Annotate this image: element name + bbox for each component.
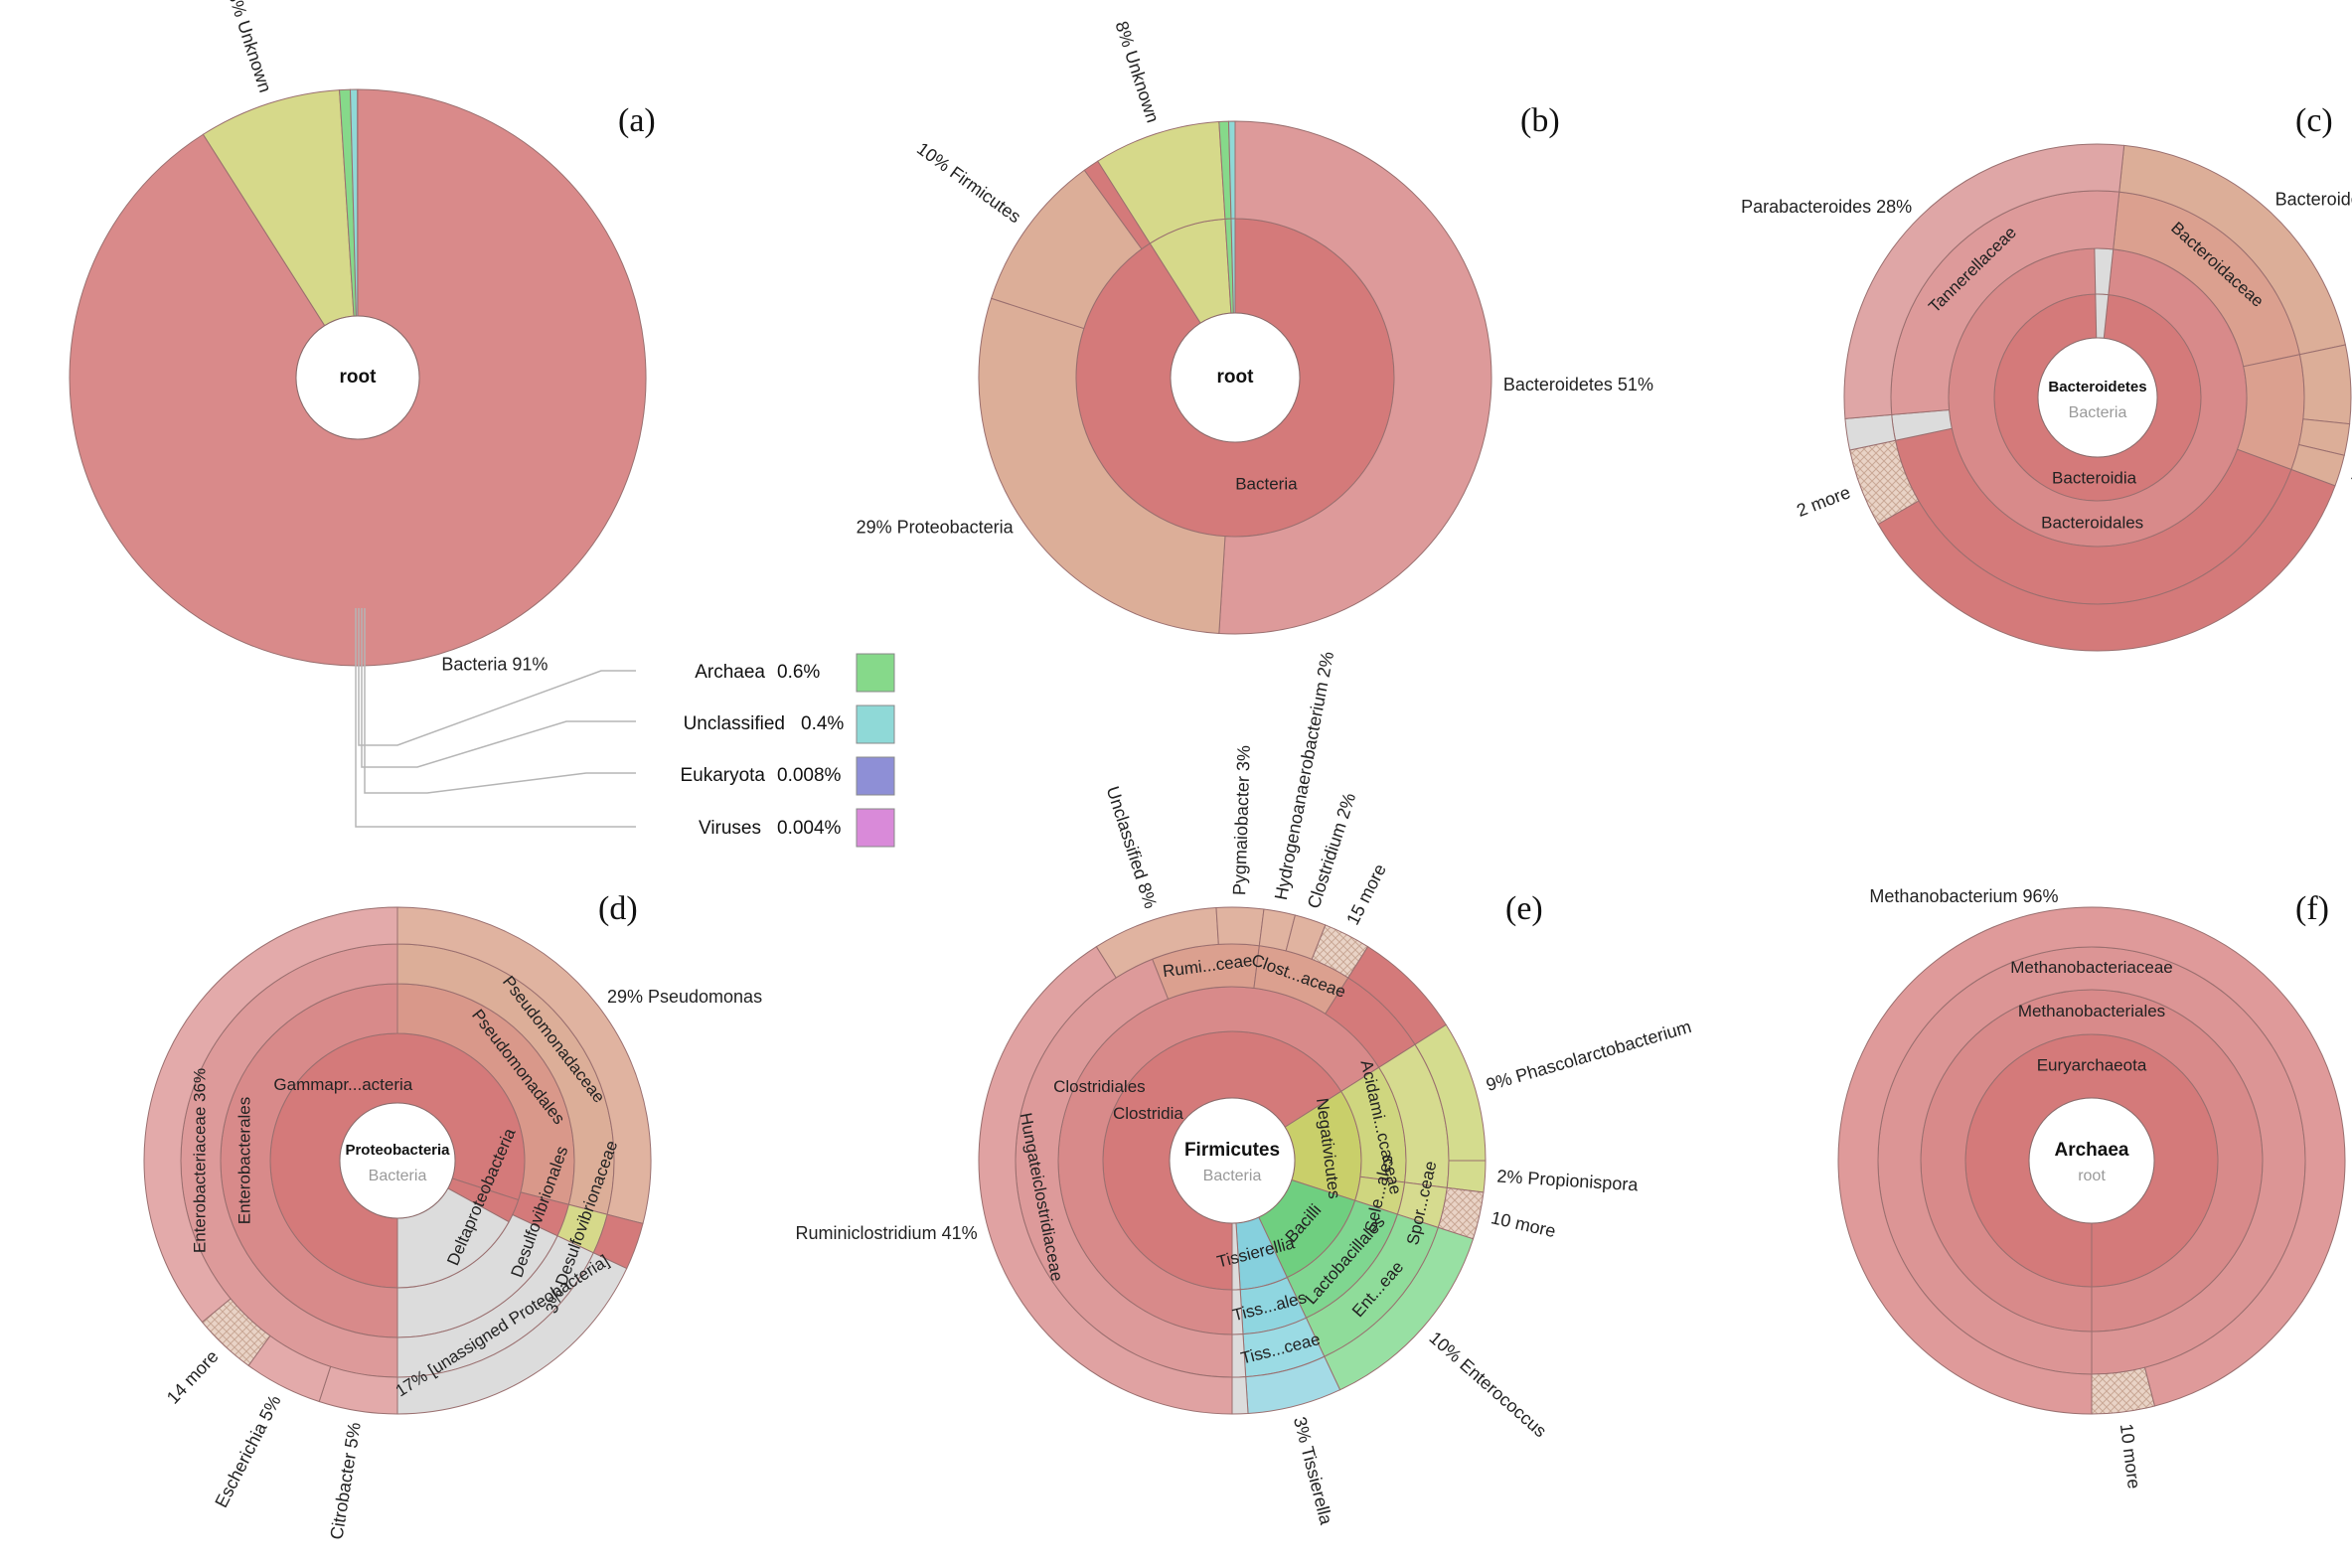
sector-label: Clostridiales: [1053, 1077, 1146, 1096]
panel-label-d: (d): [598, 890, 638, 927]
sector-label: Parabacteroides 28%: [1741, 197, 1912, 217]
panel-label-e: (e): [1505, 890, 1543, 927]
legend-value: 0.4%: [801, 713, 844, 734]
sector-label: Methanobacterium 96%: [1869, 886, 2058, 906]
sunburst-sector: [1218, 120, 1492, 635]
legend-value: 0.6%: [777, 662, 820, 683]
sector-label: Bacteroidia: [2052, 468, 2137, 487]
sector-label: Clostridium 2%: [1304, 790, 1359, 910]
sector-label: 15 more: [1342, 861, 1390, 928]
sector-label: Bacteroides 20%: [2275, 189, 2352, 209]
center-label: Firmicutes: [1184, 1140, 1280, 1161]
sector-label: 8% Unknown: [1111, 19, 1163, 125]
legend-label: Viruses: [699, 818, 761, 839]
legend-label: Archaea: [695, 662, 765, 683]
sector-label: 10% Enterococcus: [1425, 1328, 1550, 1441]
sunburst-sector: [2091, 1366, 2156, 1415]
legend-label: Eukaryota: [680, 765, 765, 786]
center-circle: [2028, 1097, 2155, 1224]
sunburst-sector: [2236, 354, 2305, 471]
sector-label: Bacteria: [1235, 475, 1298, 494]
sector-label: 10 more: [2117, 1422, 2144, 1490]
legend-item-archaea: Archaea 0.6%: [695, 653, 895, 693]
legend-swatch: [856, 808, 895, 848]
center-circle: [295, 315, 420, 440]
sunburst-sector: [1215, 906, 1265, 947]
center-circle: [1170, 312, 1301, 443]
legend-item-viruses: Viruses 0.004%: [699, 808, 895, 848]
sector-label: Euryarchaeota: [2037, 1055, 2147, 1074]
center-sublabel: Bacteria: [1203, 1168, 1262, 1184]
sector-label: Methanobacteriaceae: [2010, 958, 2173, 977]
sector-label: 3% Tissierella: [1290, 1415, 1336, 1527]
sunburst-sector: [396, 1252, 628, 1415]
center-circle: [1169, 1097, 1296, 1224]
legend-value: 0.008%: [777, 765, 842, 786]
legend-swatch: [856, 756, 895, 796]
center-label: Bacteroidetes: [2048, 379, 2146, 395]
center-sublabel: Bacteria: [2069, 404, 2127, 421]
legend-swatch: [856, 705, 895, 744]
sector-label: Clostridia: [1113, 1104, 1183, 1123]
center-label: root: [340, 367, 378, 388]
sector-label: Bacteroidetes 51%: [1503, 375, 1653, 394]
sector-label: Enterobacteriaceae 36%: [190, 1068, 209, 1253]
sector-label: Enterobacterales: [235, 1097, 253, 1225]
sector-label: 9% Phascolarctobacterium: [1484, 1017, 1693, 1095]
sunburst-sector: [2298, 344, 2352, 425]
legend-value: 0.004%: [777, 818, 842, 839]
legend-item-unclassified: Unclassified 0.4%: [684, 705, 895, 744]
sunburst-sector: [1446, 1160, 1487, 1193]
legend-label: Unclassified: [684, 713, 785, 734]
sunburst-sector: [1843, 143, 2125, 419]
center-label: Archaea: [2055, 1140, 2129, 1161]
sector-label: 8% Unknown: [224, 0, 275, 95]
panel-label-a: (a): [618, 102, 656, 139]
center-label: Proteobacteria: [345, 1142, 450, 1159]
legend-swatch: [856, 653, 895, 693]
sunburst-d: ProteobacteriaBacteriaGammapr...acteriaD…: [143, 906, 762, 1541]
center-label: root: [1217, 367, 1255, 388]
sector-label: Ruminiclostridium 41%: [796, 1223, 978, 1243]
sector-label: Citrobacter 5%: [326, 1421, 364, 1541]
center-sublabel: root: [2078, 1168, 2106, 1184]
sector-label: 10 more: [1490, 1207, 1558, 1241]
sunburst-sector: [1837, 906, 2346, 1415]
center-sublabel: Bacteria: [369, 1168, 427, 1184]
sector-label: 29% Proteobacteria: [857, 518, 1015, 538]
sector-label: Bacteria 91%: [441, 655, 548, 675]
legend-leader-lines: [355, 608, 636, 828]
legend: Archaea 0.6% Unclassified 0.4% Eukaryota…: [680, 653, 895, 848]
panel-label-b: (b): [1520, 102, 1560, 139]
sunburst-sector: [978, 297, 1226, 635]
sector-label: 2 more: [1794, 482, 1852, 521]
sector-label: Pygmaiobacter 3%: [1229, 745, 1254, 896]
sector-label: Gammapr...acteria: [273, 1075, 412, 1094]
sector-label: Methanobacteriales: [2018, 1002, 2165, 1020]
sector-label: 29% Pseudomonas: [607, 987, 762, 1007]
sunburst-sector: [1228, 120, 1236, 220]
sector-label: 2% Propionispora: [1496, 1167, 1640, 1195]
sector-label: Escherichia 5%: [211, 1392, 284, 1511]
sector-label: 14 more: [163, 1346, 223, 1408]
sector-label: Unclassified 8%: [1103, 784, 1162, 911]
sector-label: Bacteroidales: [2041, 513, 2143, 532]
center-circle: [2037, 337, 2158, 458]
sector-label: 10% Firmicutes: [913, 138, 1024, 227]
panel-label-c: (c): [2295, 102, 2333, 139]
sunburst-sector: [978, 946, 1233, 1415]
sunburst-c: BacteroidetesBacteriaBacteroidiaBacteroi…: [1741, 143, 2352, 652]
legend-item-eukaryota: Eukaryota 0.008%: [680, 756, 895, 796]
sunburst-sector: [1877, 468, 2336, 652]
sunburst-f: Archaea root Euryarchaeota Methanobacterial…: [1837, 886, 2346, 1490]
center-circle: [339, 1102, 456, 1219]
sunburst-sector: [1231, 1376, 1249, 1415]
panel-label-f: (f): [2295, 890, 2329, 927]
